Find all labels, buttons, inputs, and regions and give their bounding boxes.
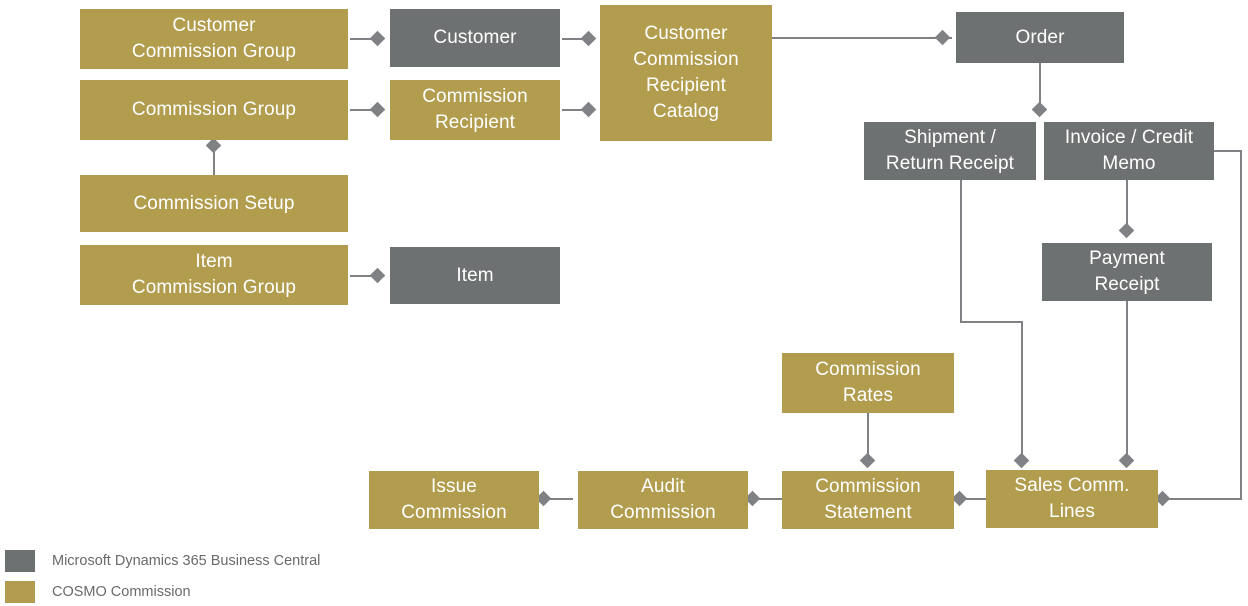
arrowhead-diamond [369, 267, 386, 284]
node-item-commission-group[interactable]: Item Commission Group [80, 245, 348, 305]
arrowhead-diamond [859, 452, 876, 469]
node-label: Sales Comm. Lines [1014, 475, 1130, 522]
node-customer[interactable]: Customer [390, 9, 560, 67]
arrowhead-diamond [951, 490, 968, 507]
connector-invoice-credit-memo-to-sales-comm-lines-seg2 [1240, 150, 1242, 499]
connector-commission-recipient-to-catalog [562, 109, 588, 111]
node-label: Item [456, 264, 494, 286]
arrowhead-diamond [205, 137, 222, 154]
arrowhead-diamond [1118, 222, 1135, 239]
arrowhead-diamond [934, 29, 951, 46]
legend: Microsoft Dynamics 365 Business Central … [0, 548, 480, 606]
connector-commission-group-to-commission-recipient [350, 109, 376, 111]
node-issue-commission[interactable]: Issue Commission [369, 471, 539, 529]
arrowhead-diamond [580, 30, 597, 47]
node-label: Issue Commission [401, 476, 507, 523]
connector-catalog-to-order [772, 37, 952, 39]
node-label: Payment Receipt [1089, 248, 1165, 295]
arrowhead-diamond [369, 101, 386, 118]
node-label: Order [1015, 26, 1065, 48]
node-commission-recipient[interactable]: Commission Recipient [390, 80, 560, 140]
connector-order-to-documents [1039, 63, 1041, 111]
connector-commission-setup-to-commission-group [213, 148, 215, 176]
node-commission-statement[interactable]: Commission Statement [782, 471, 954, 529]
legend-item-cosmo-commission: COSMO Commission [0, 579, 480, 605]
node-label: Customer [433, 27, 517, 48]
node-commission-group[interactable]: Commission Group [80, 80, 348, 140]
legend-label-cosmo-commission: COSMO Commission [52, 584, 191, 600]
node-label: Commission Setup [133, 192, 295, 214]
connector-invoice-credit-memo-to-payment-receipt [1126, 180, 1128, 232]
connector-customer-commission-group-to-customer [350, 38, 376, 40]
node-sales-comm-lines[interactable]: Sales Comm. Lines [986, 470, 1158, 528]
node-label: Commission Recipient [422, 86, 528, 133]
connector-shipment-return-receipt-to-sales-comm-lines-seg1 [960, 180, 962, 322]
node-customer-commission-recipient-catalog[interactable]: Customer Commission Recipient Catalog [600, 5, 772, 141]
node-label: Commission Statement [815, 476, 921, 523]
node-label: Shipment / Return Receipt [885, 127, 1015, 174]
connector-commission-rates-to-commission-statement [867, 413, 869, 463]
connector-audit-commission-to-issue-commission [547, 498, 573, 500]
node-item[interactable]: Item [390, 247, 560, 304]
node-shipment-return-receipt[interactable]: Shipment / Return Receipt [864, 122, 1036, 180]
node-audit-commission[interactable]: Audit Commission [578, 471, 748, 529]
connector-sales-comm-lines-to-commission-statement [962, 498, 988, 500]
node-payment-receipt[interactable]: Payment Receipt [1042, 243, 1212, 301]
legend-swatch-business-central [5, 550, 35, 572]
connector-commission-statement-to-audit-commission [756, 498, 782, 500]
connector-shipment-return-receipt-to-sales-comm-lines-seg2 [960, 321, 1023, 323]
node-order[interactable]: Order [956, 12, 1124, 63]
arrowhead-diamond [580, 101, 597, 118]
connector-payment-receipt-to-sales-comm-lines [1126, 301, 1128, 461]
node-commission-rates[interactable]: Commission Rates [782, 353, 954, 413]
node-commission-setup[interactable]: Commission Setup [80, 175, 348, 232]
arrowhead-diamond [369, 30, 386, 47]
legend-swatch-cosmo-commission [5, 581, 35, 603]
connector-invoice-credit-memo-to-sales-comm-lines-seg3 [1166, 498, 1242, 500]
legend-item-business-central: Microsoft Dynamics 365 Business Central [0, 548, 480, 574]
node-label: Commission Group [131, 99, 297, 120]
arrowhead-diamond [1013, 452, 1030, 469]
legend-label-business-central: Microsoft Dynamics 365 Business Central [52, 553, 321, 569]
node-label: Customer Commission Group [131, 15, 297, 62]
node-customer-commission-group[interactable]: Customer Commission Group [80, 9, 348, 69]
node-label: Item Commission Group [131, 251, 297, 298]
node-label: Customer Commission Recipient Catalog [633, 23, 739, 122]
node-label: Commission Rates [815, 359, 921, 406]
connector-item-commission-group-to-item [350, 275, 376, 277]
connector-invoice-credit-memo-to-sales-comm-lines-seg1 [1214, 150, 1242, 152]
arrowhead-diamond [1031, 101, 1048, 118]
connector-customer-to-catalog [562, 38, 588, 40]
node-label: Invoice / Credit Memo [1064, 127, 1194, 174]
node-invoice-credit-memo[interactable]: Invoice / Credit Memo [1044, 122, 1214, 180]
node-label: Audit Commission [610, 476, 716, 523]
connector-shipment-return-receipt-to-sales-comm-lines-seg3 [1021, 321, 1023, 461]
arrowhead-diamond [1118, 452, 1135, 469]
